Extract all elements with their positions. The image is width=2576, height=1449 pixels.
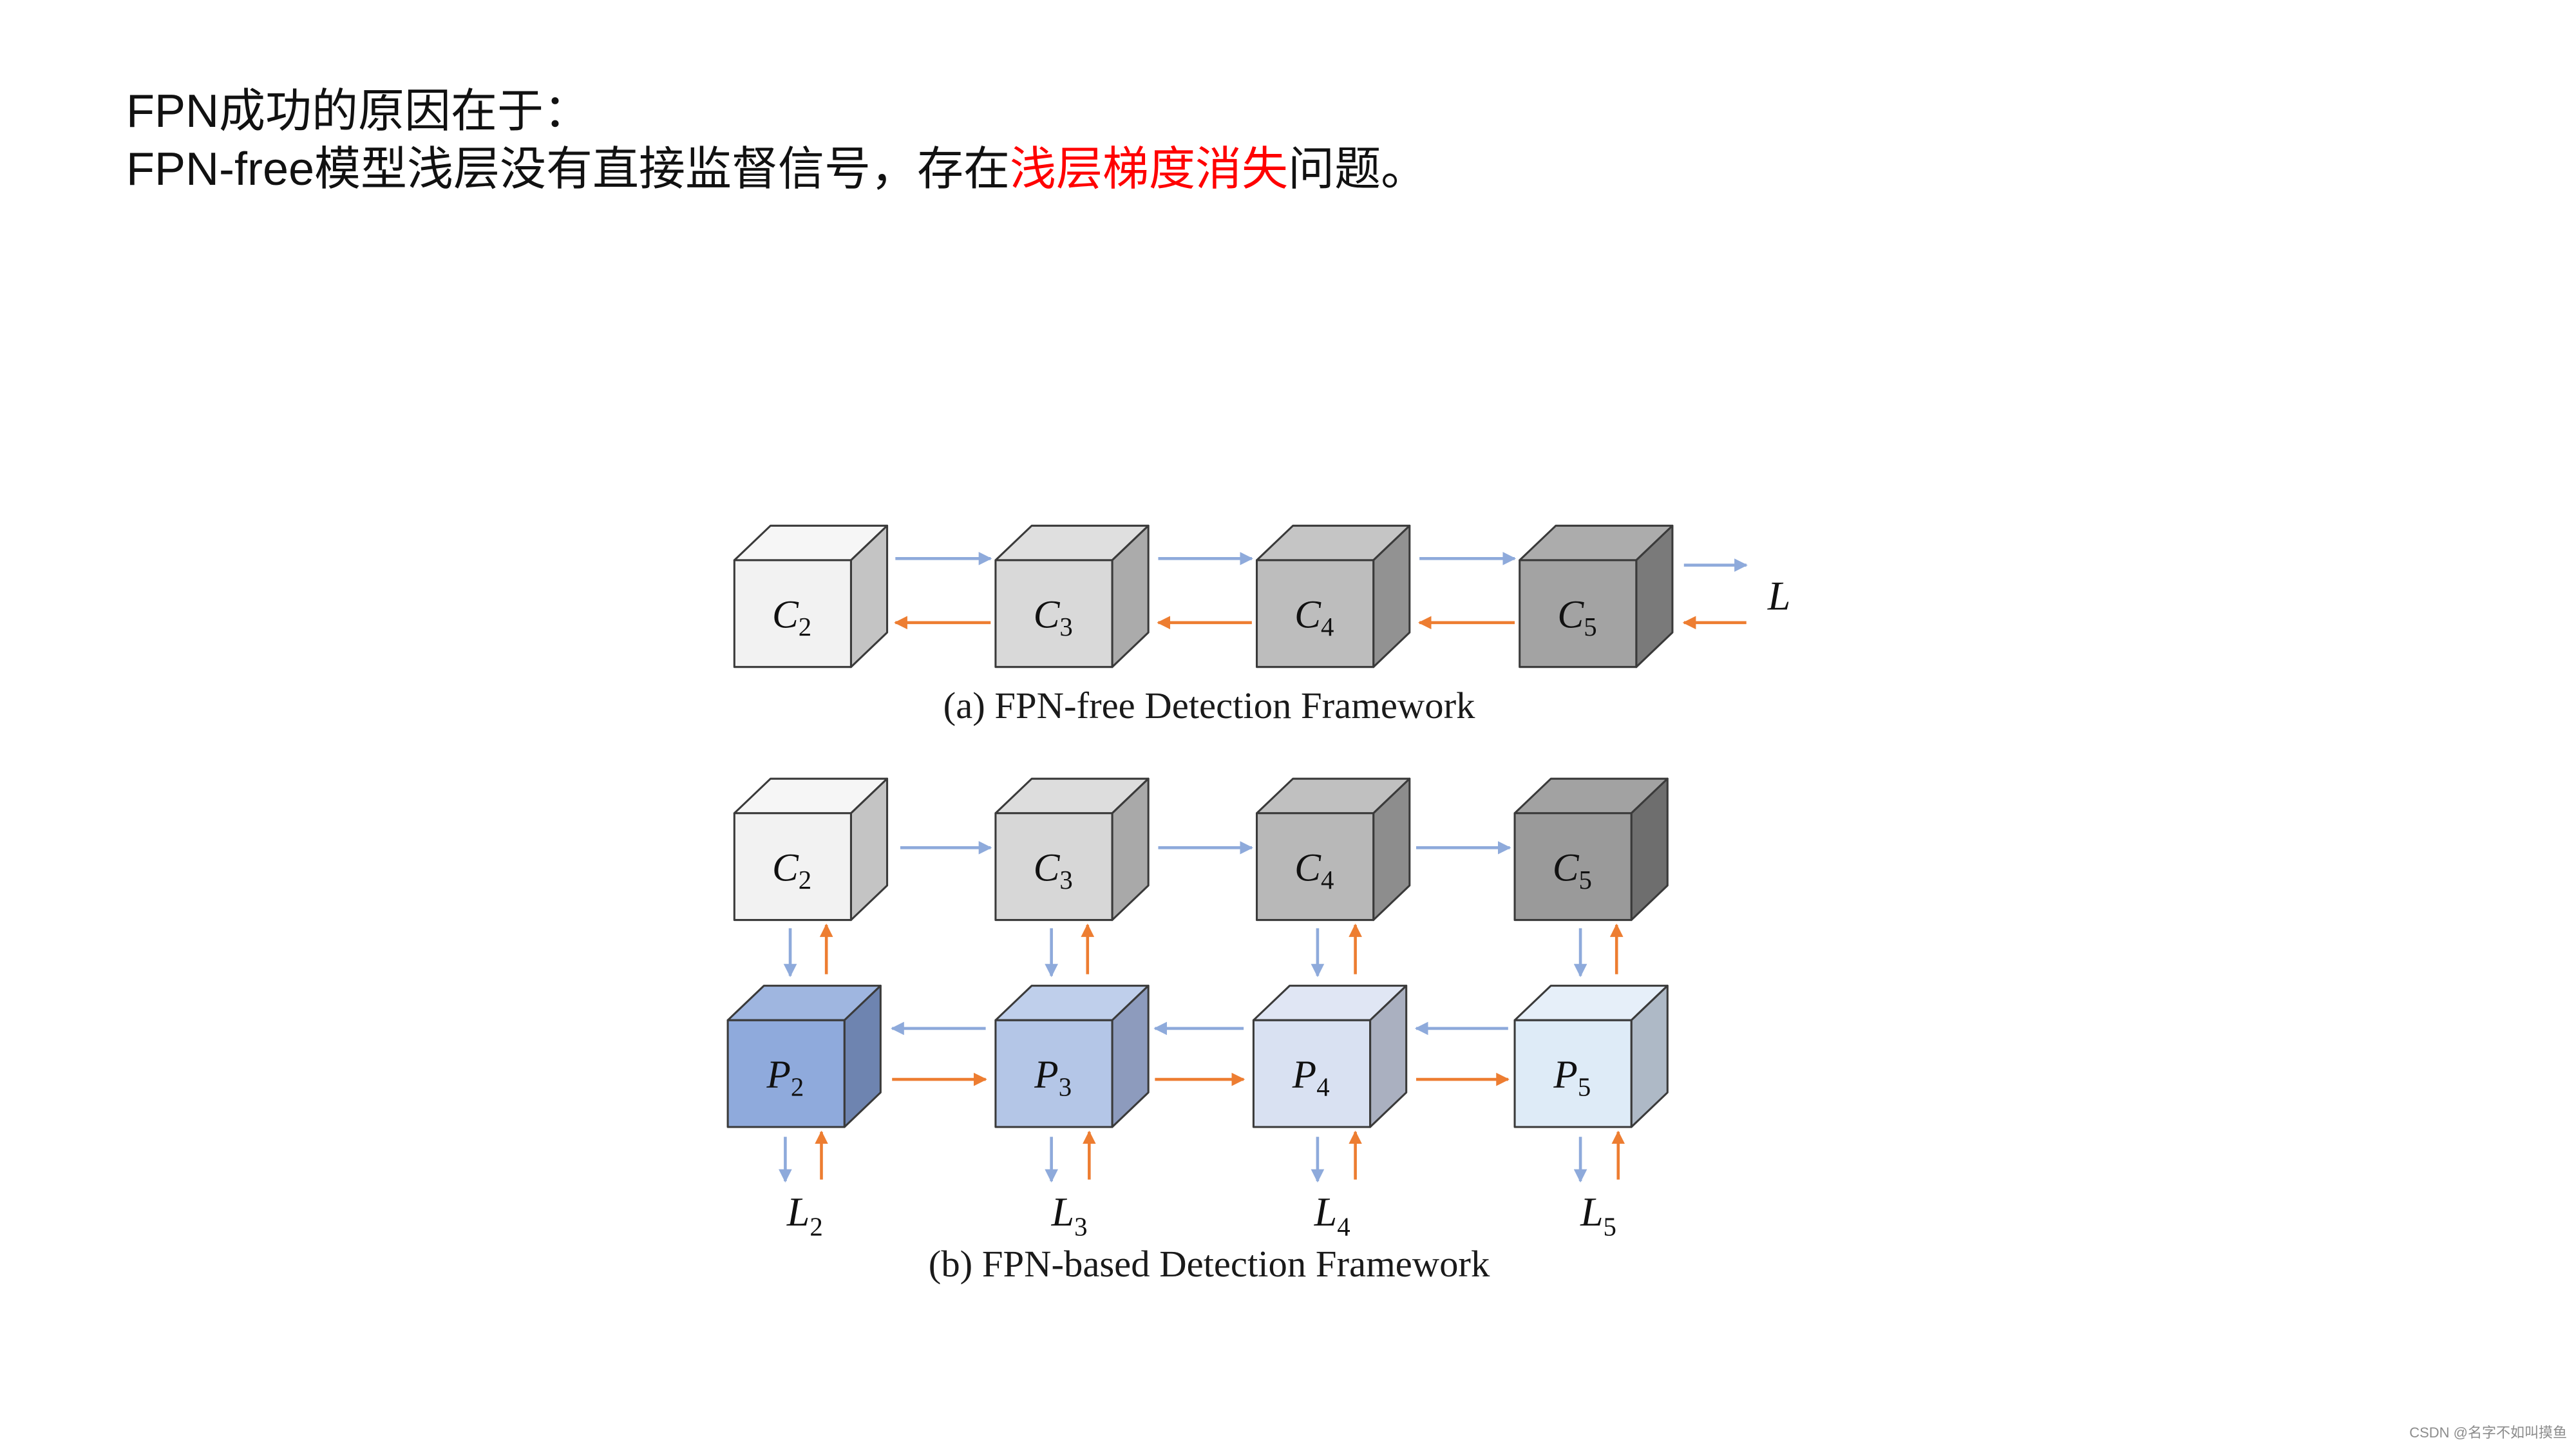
cube-label-subscript: 5 (1579, 866, 1592, 895)
cube-label-letter: C (772, 592, 799, 636)
cube-front-face (733, 559, 852, 668)
headline-line-2: FPN-free模型浅层没有直接监督信号，存在浅层梯度消失问题。 (126, 140, 1427, 198)
headline-line-1: FPN成功的原因在于： (126, 86, 591, 137)
diagram-a: C2 C3 C4 C5 (733, 524, 1790, 726)
cube-label-subscript: 4 (1316, 1073, 1329, 1102)
cube-b-c2: C2 (733, 777, 889, 922)
cube-label-letter: C (1557, 592, 1584, 636)
cube-label: P5 (1553, 1053, 1591, 1102)
cube-front-face (994, 812, 1113, 922)
cube-label-letter: C (1553, 846, 1580, 889)
cube-front-face (1513, 812, 1633, 922)
headline-highlight: 浅层梯度消失 (1010, 144, 1289, 195)
cube-label-subscript: 4 (1321, 612, 1334, 641)
cube-label-subscript: 4 (1321, 866, 1334, 895)
cube-label-subscript: 3 (1059, 612, 1072, 641)
cube-a-c3: C3 (994, 524, 1150, 668)
cube-label: C3 (1034, 592, 1073, 641)
cube-front-face (1519, 559, 1638, 668)
cube-a-c4: C4 (1255, 524, 1411, 668)
cube-front-face (1513, 1019, 1633, 1128)
loss-label-3: L3 (1051, 1189, 1088, 1241)
cube-label: C2 (772, 592, 811, 641)
cube-label-letter: P (1292, 1053, 1316, 1097)
loss-label: L (1767, 573, 1790, 618)
forward-arrows-a (895, 552, 1748, 572)
cube-b-p4: P4 (1252, 985, 1408, 1128)
cube-label: P2 (766, 1053, 804, 1102)
cube-front-face (994, 559, 1113, 668)
headline-line-2-text: FPN-free模型浅层没有直接监督信号，存在 (126, 144, 1010, 195)
cube-a-c5: C5 (1519, 524, 1674, 668)
loss-subscript: 3 (1074, 1212, 1087, 1241)
loss-letter: L (786, 1189, 810, 1235)
loss-label-4: L4 (1314, 1189, 1350, 1241)
cube-label-subscript: 2 (799, 612, 811, 641)
cube-label-subscript: 5 (1584, 612, 1596, 641)
loss-label-2: L2 (786, 1189, 823, 1241)
watermark: CSDN @名字不如叫摸鱼 (2409, 1425, 2567, 1441)
cube-b-p3: P3 (994, 985, 1150, 1128)
cube-front-face (1252, 1019, 1372, 1128)
loss-letter: L (1580, 1189, 1603, 1235)
cube-label: P4 (1292, 1053, 1330, 1102)
caption-a: (a) FPN-free Detection Framework (943, 685, 1475, 726)
cube-label-subscript: 2 (791, 1073, 804, 1102)
cube-label-letter: C (1034, 846, 1061, 889)
cube-b-c4: C4 (1255, 777, 1411, 922)
cube-label-letter: C (1034, 592, 1061, 636)
cube-label-letter: P (766, 1053, 790, 1097)
headline: FPN成功的原因在于： FPN-free模型浅层没有直接监督信号，存在浅层梯度消… (126, 82, 1427, 198)
cube-label: C2 (772, 846, 811, 895)
cube-label-letter: C (1294, 846, 1321, 889)
cube-label: C4 (1294, 846, 1334, 895)
cube-b-c3: C3 (994, 777, 1150, 922)
cube-label: P3 (1034, 1053, 1072, 1102)
cube-label-letter: C (1294, 592, 1321, 636)
cube-front-face (1255, 812, 1375, 922)
cube-label-subscript: 3 (1059, 1073, 1072, 1102)
loss-letter: L (1051, 1189, 1074, 1235)
cube-front-face (726, 1019, 846, 1128)
cube-label-letter: P (1034, 1053, 1058, 1097)
cube-label: C3 (1034, 846, 1073, 895)
backward-arrows-b (815, 923, 1625, 1180)
loss-subscript: 4 (1337, 1212, 1350, 1241)
headline-line-2-end: 问题。 (1288, 144, 1428, 195)
cube-a-c2: C2 (733, 524, 889, 668)
cube-label: C5 (1553, 846, 1592, 895)
loss-subscript: 5 (1604, 1212, 1616, 1241)
cube-b-p2: P2 (726, 985, 882, 1128)
cube-label-letter: P (1553, 1053, 1577, 1097)
cube-label-letter: C (772, 846, 799, 889)
loss-letter: L (1314, 1189, 1337, 1235)
loss-label-5: L5 (1580, 1189, 1616, 1241)
cube-b-p5: P5 (1513, 985, 1669, 1128)
cube-b-c5: C5 (1513, 777, 1669, 922)
cube-label-subscript: 5 (1578, 1073, 1591, 1102)
loss-subscript: 2 (810, 1212, 822, 1241)
cube-label-subscript: 3 (1059, 866, 1072, 895)
cube-front-face (733, 812, 852, 922)
cube-label: C5 (1557, 592, 1596, 641)
cube-front-face (994, 1019, 1113, 1128)
cube-front-face (1255, 559, 1375, 668)
forward-arrows-b (779, 840, 1587, 1183)
cube-label-subscript: 2 (799, 866, 811, 895)
caption-b: (b) FPN-based Detection Framework (929, 1243, 1490, 1285)
cube-label: C4 (1294, 592, 1334, 641)
diagram-b: C2 C3 C4 C5 P2 (726, 777, 1669, 1285)
